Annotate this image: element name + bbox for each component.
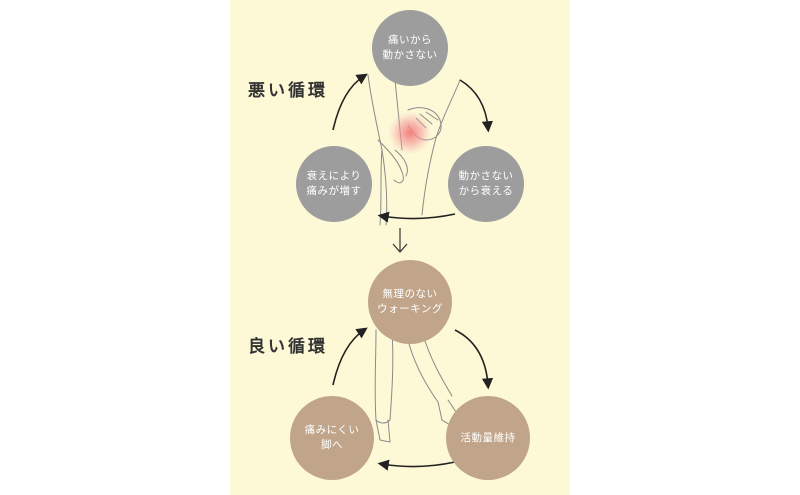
node-line: 脚へ: [321, 439, 343, 451]
good-node-activity: 活動量維持: [446, 396, 530, 480]
arrow-right-to-left: [377, 211, 456, 223]
node-line: 動かさない: [382, 49, 438, 61]
bad-node-pain-no-move: 痛いから 動かさない: [372, 10, 448, 86]
good-node-walking: 無理のない ウォーキング: [368, 260, 452, 344]
node-line: 動かさない: [458, 170, 514, 182]
node-line: 痛いから: [388, 34, 432, 46]
bad-node-weaken: 動かさない から衰える: [448, 146, 524, 222]
node-line: 衰えにより: [306, 170, 362, 182]
good-arrow-top-to-right: [454, 329, 494, 390]
node-line: 痛みが増す: [306, 185, 362, 197]
pain-highlight: [388, 111, 432, 155]
good-arrow-right-to-left: [377, 459, 456, 471]
good-cycle-arrows: [332, 327, 494, 471]
arrow-top-to-right: [459, 79, 493, 133]
illustration-layer: [332, 73, 494, 471]
node-line: 痛みにくい: [304, 424, 360, 436]
bad-cycle-arrows: [332, 73, 493, 223]
node-line: 無理のない: [382, 288, 438, 300]
bad-cycle-title: 悪い循環: [248, 81, 328, 101]
good-cycle-title: 良い循環: [248, 337, 328, 357]
node-line: 活動量維持: [460, 431, 516, 444]
arrow-left-to-top: [332, 73, 368, 131]
node-line: から衰える: [458, 185, 514, 197]
node-line: ウォーキング: [377, 303, 443, 315]
walking-legs-illustration: [374, 329, 457, 443]
good-node-painfree-legs: 痛みにくい 脚へ: [290, 396, 374, 480]
good-arrow-left-to-top: [332, 327, 368, 386]
bad-node-more-pain: 衰えにより 痛みが増す: [296, 146, 372, 222]
infographic-panel: 悪い循環 痛いから 動かさない 動かさない から衰える 衰えにより 痛みが増す …: [230, 0, 570, 495]
down-arrow: [392, 228, 408, 253]
